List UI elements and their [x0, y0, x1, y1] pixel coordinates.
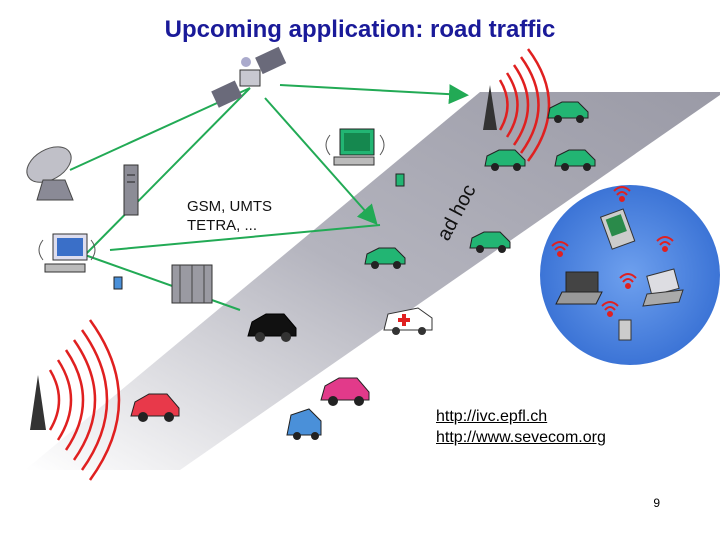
car-icon: [286, 408, 322, 440]
page-title: Upcoming application: road traffic: [164, 16, 556, 43]
car-icon: [547, 101, 589, 123]
car-icon: [484, 149, 526, 171]
link-sevecom[interactable]: http://www.sevecom.org: [436, 429, 606, 446]
server-icon: [123, 164, 139, 216]
road: [25, 92, 720, 470]
computer-icon: [325, 128, 385, 166]
laptop-icon: [642, 268, 684, 307]
satellite-icon: [211, 46, 287, 108]
radio-tower-icon: [483, 48, 551, 162]
link-ivc[interactable]: http://ivc.epfl.ch: [436, 408, 548, 425]
networks-label-line1: GSM, UMTS: [187, 198, 272, 215]
car-icon: [469, 231, 511, 253]
base-station-icon: [171, 264, 213, 304]
car-icon: [320, 377, 370, 406]
car-icon: [247, 313, 297, 342]
radio-tower-icon: [30, 319, 121, 481]
ambulance-icon: [383, 307, 433, 335]
page-number: 9: [653, 496, 660, 510]
signal-icons: [551, 186, 674, 317]
car-icon: [130, 393, 180, 422]
dish-antenna-icon: [26, 146, 74, 201]
phone-icon: [113, 276, 123, 290]
pda-icon: [599, 208, 636, 250]
networks-label: GSM, UMTS TETRA, ...: [187, 197, 272, 235]
car-icon: [364, 247, 406, 269]
phone-icon: [618, 319, 632, 341]
connection-lines: [69, 84, 469, 311]
car-icon: [554, 149, 596, 171]
computer-icon: [38, 233, 96, 273]
networks-label-line2: TETRA, ...: [187, 217, 258, 234]
phone-icon: [395, 173, 405, 187]
laptop-icon: [555, 271, 603, 305]
